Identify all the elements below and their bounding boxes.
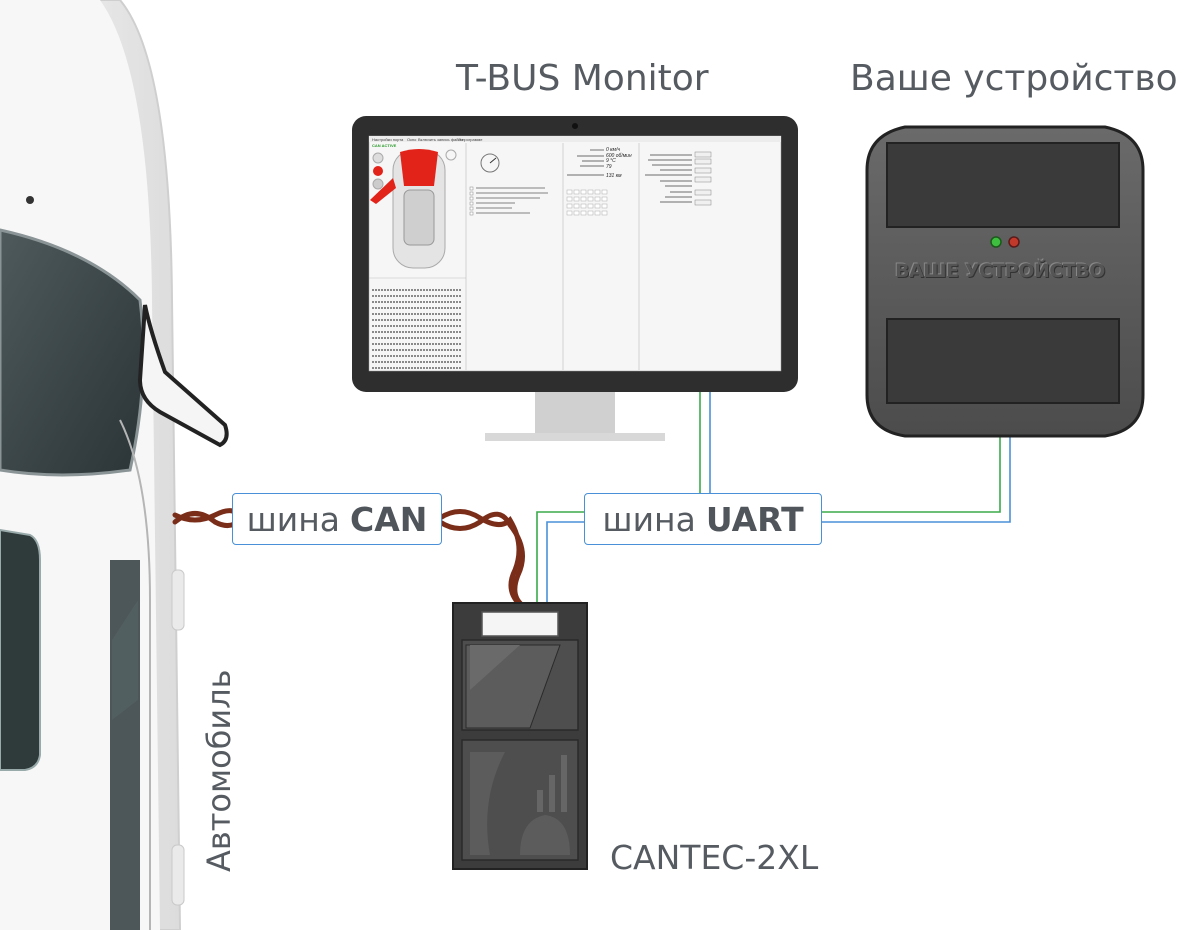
- screen-speed: 0 км/ч: [606, 147, 620, 153]
- svg-text:CAN ACTIVE: CAN ACTIVE: [372, 143, 397, 148]
- uart-wires: [536, 390, 1011, 605]
- svg-text:О программе: О программе: [458, 137, 483, 142]
- can-bus-prefix: шина: [246, 499, 341, 539]
- device-panel-text: ВАШЕ УСТРОЙСТВО: [895, 260, 1105, 282]
- uart-bus-name: UART: [705, 499, 804, 539]
- module-label: CANTEC-2XL: [610, 838, 819, 877]
- car-label: Автомобиль: [200, 669, 238, 872]
- screen-fuel: 79: [606, 164, 612, 170]
- svg-text:Включить запись файла: Включить запись файла: [418, 137, 464, 142]
- svg-text:Настройки порта: Настройки порта: [372, 137, 404, 142]
- device-title: Ваше устройство: [850, 58, 1178, 99]
- user-device-illustration: [865, 125, 1145, 438]
- screen-mileage: 131 км: [606, 173, 622, 179]
- svg-text:Окно: Окно: [407, 137, 417, 142]
- screen-temp: 9 °C: [606, 158, 616, 164]
- car-illustration: [0, 0, 229, 930]
- cantec-module-illustration: [452, 602, 588, 870]
- monitor-title: T-BUS Monitor: [456, 58, 709, 99]
- can-bus-name: CAN: [350, 499, 428, 539]
- monitor-illustration: Настройки порта Окно Включить запись фай…: [352, 116, 798, 441]
- uart-bus-prefix: шина: [602, 499, 696, 539]
- screen-rpm: 600 об/мин: [606, 153, 632, 159]
